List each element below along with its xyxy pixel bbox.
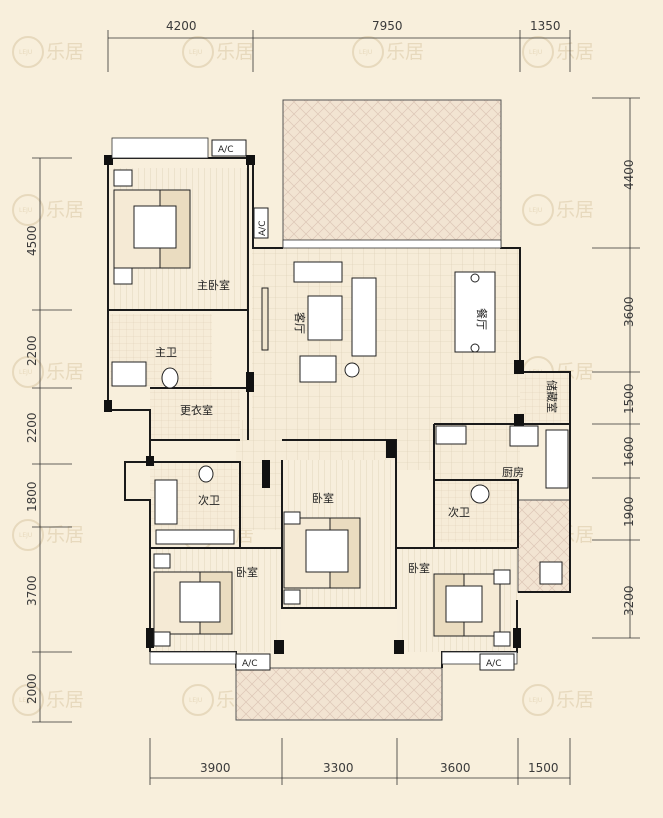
label-master-bath: 主卫: [155, 346, 177, 359]
svg-text:LEJU: LEJU: [19, 532, 32, 539]
svg-text:LEJU: LEJU: [529, 207, 542, 214]
label-living-room: 客厅: [293, 312, 307, 334]
fixtures: [111, 361, 569, 585]
center-bed: [283, 511, 361, 605]
label-dressing-room: 更衣室: [180, 403, 213, 417]
svg-text:乐居: 乐居: [46, 524, 84, 546]
svg-text:LEJU: LEJU: [19, 697, 32, 704]
dim-right-4: 1600: [622, 436, 636, 467]
dressing-floor: [150, 390, 240, 440]
room-labels: 主卧室 主卫 更衣室 次卫 卧室 卧室 卧室 客厅 餐厅 储藏室 厨房 次卫: [155, 278, 559, 579]
label-master-bedroom: 主卧室: [197, 278, 230, 292]
label-second-bath-left: 次卫: [198, 493, 220, 507]
dim-bottom-3: 3600: [440, 761, 471, 775]
corridor-floor: [236, 420, 286, 530]
label-dining-room: 餐厅: [475, 308, 489, 330]
dim-right-6: 3200: [622, 585, 636, 616]
storage-floor: [520, 372, 570, 424]
svg-text:LEJU: LEJU: [19, 369, 32, 376]
dimension-labels: 4200 7950 1350 3900 3300 3600 1500 4500 …: [25, 19, 636, 775]
svg-text:乐居: 乐居: [46, 199, 84, 221]
dim-left-5: 3700: [25, 575, 39, 606]
svg-text:乐居: 乐居: [46, 689, 84, 711]
dim-bottom-1: 3900: [200, 761, 231, 775]
svg-text:乐居: 乐居: [46, 41, 84, 63]
left-bed: [153, 553, 233, 647]
svg-text:LEJU: LEJU: [189, 697, 202, 704]
ac-label-side: A/C: [258, 221, 268, 236]
dim-left-1: 4500: [25, 225, 39, 256]
ac-label-top: A/C: [218, 145, 233, 155]
svg-text:乐居: 乐居: [556, 199, 594, 221]
label-bedroom-right: 卧室: [408, 561, 430, 575]
top-balcony: [282, 99, 502, 249]
dim-left-4: 1800: [25, 481, 39, 512]
dim-left-3: 2200: [25, 412, 39, 443]
ac-label-bottom-left: A/C: [242, 659, 257, 669]
dim-right-5: 1900: [622, 496, 636, 527]
ac-units: A/C A/C A/C A/C: [211, 139, 515, 671]
dim-bottom-2: 3300: [323, 761, 354, 775]
master-bed: [113, 169, 191, 285]
svg-text:乐居: 乐居: [556, 689, 594, 711]
ac-label-bottom-right: A/C: [486, 659, 501, 669]
label-bedroom-left: 卧室: [236, 565, 258, 579]
living-furniture: [261, 261, 496, 383]
label-kitchen: 厨房: [502, 466, 524, 479]
beds: [113, 169, 511, 647]
svg-text:乐居: 乐居: [386, 41, 424, 63]
label-storage-room: 储藏室: [545, 380, 559, 413]
svg-text:乐居: 乐居: [556, 41, 594, 63]
bottom-balcony: [235, 667, 443, 721]
dim-top-1: 4200: [166, 19, 197, 33]
wall-columns: [104, 155, 524, 654]
label-bedroom-center: 卧室: [312, 491, 334, 505]
dim-left-6: 2000: [25, 673, 39, 704]
dim-left-2: 2200: [25, 335, 39, 366]
svg-text:LEJU: LEJU: [189, 49, 202, 56]
dim-top-2: 7950: [372, 19, 403, 33]
dim-right-2: 3600: [622, 296, 636, 327]
svg-text:乐居: 乐居: [46, 361, 84, 383]
svg-text:LEJU: LEJU: [19, 49, 32, 56]
svg-text:LEJU: LEJU: [359, 49, 372, 56]
label-second-bath-right: 次卫: [448, 505, 470, 519]
svg-text:LEJU: LEJU: [529, 49, 542, 56]
svg-text:LEJU: LEJU: [529, 697, 542, 704]
right-bed: [433, 569, 511, 647]
svg-text:LEJU: LEJU: [19, 207, 32, 214]
dimension-lines: [32, 30, 640, 785]
dim-bottom-4: 1500: [528, 761, 559, 775]
dim-right-3: 1500: [622, 383, 636, 414]
svg-text:乐居: 乐居: [216, 41, 254, 63]
dim-right-1: 4400: [622, 159, 636, 190]
dim-top-3: 1350: [530, 19, 561, 33]
